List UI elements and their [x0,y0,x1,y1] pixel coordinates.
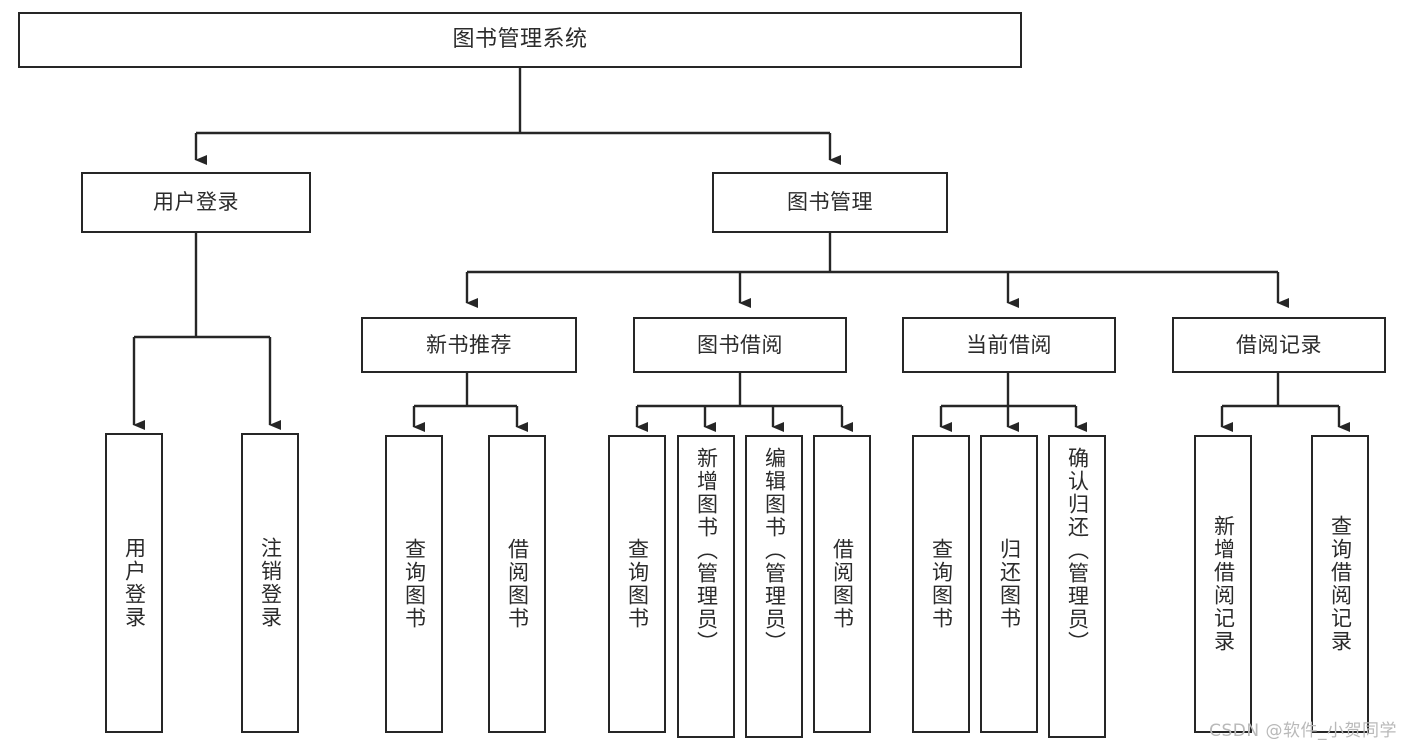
node-user-login[interactable]: 用户登录 [81,172,311,233]
node-label: 注销登录 [258,537,283,629]
leaf-confirm-return-admin[interactable]: 确认归还（管理员） [1048,435,1106,738]
node-label: 查询图书 [929,538,954,630]
node-label: 借阅图书 [505,538,530,630]
leaf-return-book[interactable]: 归还图书 [980,435,1038,733]
node-label: 编辑图书（管理员） [762,447,787,654]
leaf-user-login[interactable]: 用户登录 [105,433,163,733]
node-label: 图书管理 [787,190,873,215]
node-label: 查询图书 [402,538,427,630]
leaf-logout-login[interactable]: 注销登录 [241,433,299,733]
node-root-system[interactable]: 图书管理系统 [18,12,1022,68]
node-label: 当前借阅 [966,332,1052,357]
node-label: 借阅记录 [1236,332,1322,357]
leaf-add-borrow-record[interactable]: 新增借阅记录 [1194,435,1252,733]
leaf-query-book-borrow[interactable]: 查询图书 [608,435,666,733]
leaf-edit-book-admin[interactable]: 编辑图书（管理员） [745,435,803,738]
node-book-manage[interactable]: 图书管理 [712,172,948,233]
leaf-query-book-recommend[interactable]: 查询图书 [385,435,443,733]
leaf-query-book-current[interactable]: 查询图书 [912,435,970,733]
node-label: 新增图书（管理员） [694,447,719,654]
node-label: 新增借阅记录 [1211,515,1236,653]
leaf-add-book-admin[interactable]: 新增图书（管理员） [677,435,735,738]
node-new-book-recommend[interactable]: 新书推荐 [361,317,577,373]
node-label: 用户登录 [153,190,239,215]
watermark-text: CSDN @软件_小贺同学 [1209,721,1397,741]
node-label: 借阅图书 [830,538,855,630]
node-label: 查询图书 [625,538,650,630]
node-label: 图书借阅 [697,332,783,357]
leaf-borrow-book-recommend[interactable]: 借阅图书 [488,435,546,733]
node-label: 确认归还（管理员） [1065,447,1090,654]
node-label: 查询借阅记录 [1328,515,1353,653]
node-label: 归还图书 [997,538,1022,630]
node-borrow-record[interactable]: 借阅记录 [1172,317,1386,373]
node-current-borrow[interactable]: 当前借阅 [902,317,1116,373]
leaf-query-borrow-record[interactable]: 查询借阅记录 [1311,435,1369,733]
node-label: 图书管理系统 [452,27,588,53]
node-book-borrow[interactable]: 图书借阅 [633,317,847,373]
node-label: 新书推荐 [426,332,512,357]
node-label: 用户登录 [122,537,147,629]
leaf-borrow-book-borrow[interactable]: 借阅图书 [813,435,871,733]
